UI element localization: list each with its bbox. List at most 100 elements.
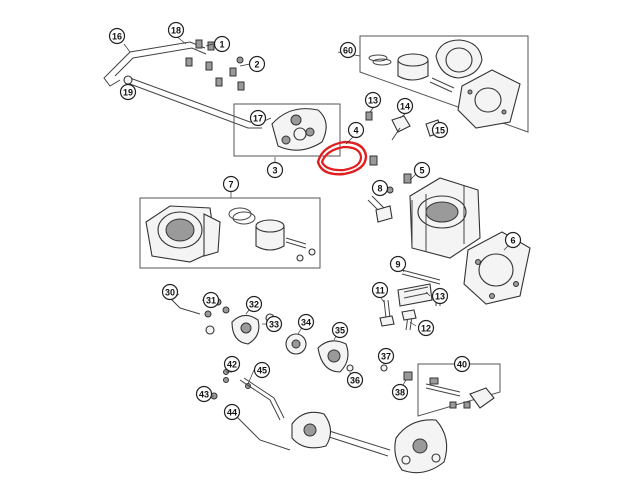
callout-circle — [339, 41, 357, 59]
callout-circle — [253, 361, 271, 379]
callout-label: 17 — [253, 114, 263, 124]
callout-36: 36 — [346, 371, 364, 389]
callout-15: 15 — [431, 121, 449, 139]
head-gasket-highlighted — [316, 135, 368, 176]
callout-circle — [364, 91, 382, 109]
callout-circle — [223, 355, 241, 373]
callout-label: 30 — [165, 288, 175, 298]
callout-31: 31 — [202, 291, 220, 309]
callout-circle — [119, 83, 137, 101]
callout-label: 35 — [335, 326, 345, 336]
callout-circle — [346, 371, 364, 389]
callout-circle — [431, 287, 449, 305]
callout-circle — [249, 109, 267, 127]
callout-label: 32 — [249, 300, 259, 310]
callout-label: 42 — [227, 360, 237, 370]
cylinder-assembly — [367, 155, 531, 305]
callout-label: 36 — [350, 376, 360, 386]
callout-1: 1 — [213, 35, 231, 53]
small-bolts-top — [185, 39, 245, 91]
callout-circle — [213, 35, 231, 53]
callout-circle — [202, 291, 220, 309]
callout-label: 19 — [123, 88, 133, 98]
lower-linkage-rods — [229, 377, 391, 457]
callout-label: 2 — [254, 60, 259, 70]
callout-33: 33 — [265, 315, 283, 333]
callout-circle — [297, 313, 315, 331]
callout-45: 45 — [253, 361, 271, 379]
callout-37: 37 — [377, 347, 395, 365]
power-valve-governor — [167, 295, 413, 400]
callout-circle — [504, 231, 522, 249]
callout-8: 8 — [371, 179, 389, 197]
callout-label: 40 — [457, 360, 467, 370]
callout-4: 4 — [347, 121, 365, 139]
callout-label: 37 — [381, 352, 391, 362]
callout-label: 13 — [435, 292, 445, 302]
callout-circle — [248, 55, 266, 73]
callout-label: 7 — [228, 180, 233, 190]
callout-label: 6 — [510, 236, 515, 246]
callout-circle — [161, 283, 179, 301]
studs-and-valve-parts — [379, 269, 441, 331]
callout-3: 3 — [266, 161, 284, 179]
callout-35: 35 — [331, 321, 349, 339]
callout-circle — [371, 281, 389, 299]
callout-circle — [396, 97, 414, 115]
callout-32: 32 — [245, 295, 263, 313]
callout-14: 14 — [396, 97, 414, 115]
callout-43: 43 — [195, 385, 213, 403]
callout-2: 2 — [248, 55, 266, 73]
callout-13: 13 — [431, 287, 449, 305]
callout-7: 7 — [222, 175, 240, 193]
cylinder-piston-box — [139, 192, 321, 269]
item-40-box — [417, 363, 501, 417]
callout-label: 38 — [395, 388, 405, 398]
callout-circle — [431, 121, 449, 139]
callout-circle — [266, 161, 284, 179]
callout-17: 17 — [249, 109, 267, 127]
callout-circle — [222, 175, 240, 193]
bottom-housings — [291, 411, 448, 474]
callout-18: 18 — [167, 21, 185, 39]
callout-circle — [265, 315, 283, 333]
callout-11: 11 — [371, 281, 389, 299]
callout-label: 34 — [301, 318, 311, 328]
callout-34: 34 — [297, 313, 315, 331]
callout-circle — [167, 21, 185, 39]
callout-label: 31 — [206, 296, 216, 306]
callout-9: 9 — [389, 255, 407, 273]
callout-circle — [417, 319, 435, 337]
callout-42: 42 — [223, 355, 241, 373]
callout-circle — [389, 255, 407, 273]
piston-gasket-set-box — [359, 35, 529, 133]
callout-5: 5 — [413, 161, 431, 179]
callout-label: 16 — [112, 32, 122, 42]
callout-12: 12 — [417, 319, 435, 337]
callout-circle — [331, 321, 349, 339]
exhaust-valve-cover-box — [233, 103, 341, 166]
callout-44: 44 — [223, 403, 241, 421]
callout-label: 4 — [353, 126, 358, 136]
callout-label: 14 — [400, 102, 410, 112]
callout-circle — [413, 161, 431, 179]
callout-circle — [347, 121, 365, 139]
callout-60: 60 — [339, 41, 357, 59]
callout-label: 11 — [375, 286, 385, 296]
callout-label: 5 — [419, 166, 424, 176]
callout-circle — [453, 355, 471, 373]
callout-circle — [371, 179, 389, 197]
callout-label: 12 — [421, 324, 431, 334]
callout-label: 44 — [227, 408, 237, 418]
callout-label: 8 — [377, 184, 382, 194]
callout-13: 13 — [364, 91, 382, 109]
callout-label: 13 — [368, 96, 378, 106]
callout-circle — [245, 295, 263, 313]
callout-circle — [195, 385, 213, 403]
callout-label: 1 — [219, 40, 224, 50]
callout-16: 16 — [108, 27, 126, 45]
callout-label: 9 — [395, 260, 400, 270]
